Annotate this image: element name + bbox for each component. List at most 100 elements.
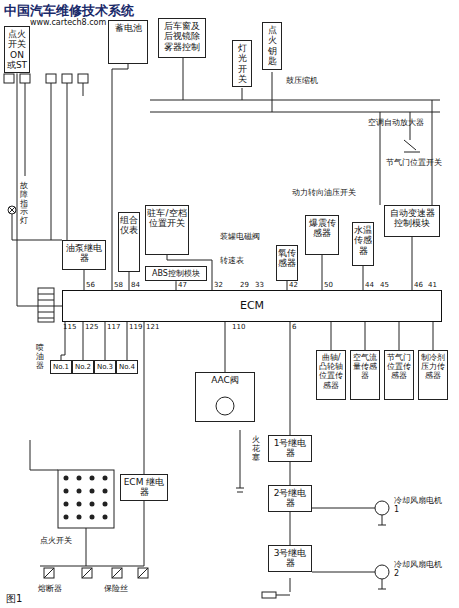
wire-connector: [83, 322, 84, 360]
node-text: 水温传感器: [354, 225, 372, 256]
part-label: 空调自动放大器: [368, 118, 424, 127]
part-label: 冷却风扇电机 1: [394, 496, 444, 514]
relay-box: 2号继电器: [268, 485, 312, 512]
pin-number: 56: [86, 281, 95, 289]
wire-connector: [290, 512, 291, 545]
switch-box: 灯光开关: [232, 40, 252, 87]
figure-caption: 图1: [6, 592, 22, 606]
part-label: 火花塞: [252, 436, 260, 462]
node-text: No.2: [74, 363, 92, 371]
node-text: 自动变速器控制模块: [386, 208, 438, 229]
instrument-box: 组合仪表: [118, 212, 140, 272]
relay-box: 油泵继电器: [62, 240, 106, 270]
switch-contact: [103, 476, 108, 481]
sensor-box: 曲轴/凸轮轴位置传感器: [316, 350, 346, 400]
wire-connector: [322, 255, 323, 290]
part-label: 鼓压缩机: [286, 76, 318, 85]
node-text: No.1: [52, 363, 70, 371]
sensor-box: 制冷剂压力传感器: [418, 350, 448, 400]
node-text: No.3: [96, 363, 114, 371]
pin-number: 84: [131, 281, 140, 289]
node-text: 蓄电池: [110, 23, 146, 33]
pin-number: 46: [414, 281, 423, 289]
pin-number: 6: [292, 323, 296, 331]
pin-number: 45: [380, 281, 389, 289]
part-label: 喷油器: [36, 344, 44, 370]
control-box: 后车窗及后视镜除雾器控制: [158, 18, 206, 58]
wire-connector: [84, 270, 85, 290]
wire-connector: [290, 462, 291, 485]
node-text: ECM: [240, 300, 264, 313]
node-text: 油泵继电器: [64, 243, 104, 264]
pin-number: 33: [255, 281, 264, 289]
sensor-box: 水温传感器: [352, 222, 374, 266]
pin-number: 50: [324, 281, 333, 289]
switch-contact: [77, 476, 82, 481]
node-text: ECM 继电器: [122, 477, 166, 498]
module-box: 自动变速器控制模块: [384, 205, 440, 237]
wire-connector: [225, 322, 226, 372]
wire-connector: [176, 281, 177, 290]
injector-box: No.3: [94, 360, 116, 374]
node-text: 曲轴/凸轮轴位置传感器: [318, 353, 344, 390]
node-text: 氧传感器: [278, 248, 296, 269]
part-label: 节气门位置开关: [386, 158, 442, 167]
pin-number: 32: [214, 281, 223, 289]
switch-contact: [103, 489, 108, 494]
wire-connector: [105, 322, 106, 360]
node-text: 1号继电器: [270, 438, 310, 459]
node-text: 制冷剂压力传感器: [420, 353, 446, 381]
node-text: 驻车/空档位置开关: [147, 208, 187, 229]
wire-connector: [17, 73, 62, 306]
pin-number: 41: [428, 281, 437, 289]
node-text: No.4: [118, 363, 136, 371]
part-label: 动力转向油压开关: [292, 188, 356, 197]
pin-number: 125: [85, 323, 98, 331]
wire-connector: [287, 281, 288, 290]
diagram-title: 中国汽车维修技术系统: [4, 2, 134, 20]
switch-contact: [64, 489, 69, 494]
node-text: 组合仪表: [120, 215, 138, 236]
node-text: 灯光开关: [234, 43, 250, 84]
part-label: 熔断器: [38, 584, 62, 593]
wire-connector: [363, 266, 364, 290]
node-text: 节气门位置传感器: [386, 353, 412, 381]
part-label: 冷却风扇电机 2: [394, 560, 444, 578]
switch-box: 驻车/空档位置开关: [145, 205, 189, 255]
node-text: 3号继电器: [270, 548, 310, 569]
switch-contact: [64, 502, 69, 507]
node-text: 2号继电器: [270, 488, 310, 509]
pin-number: 115: [63, 323, 76, 331]
injector-box: No.4: [116, 360, 138, 374]
switch-contact: [77, 489, 82, 494]
node-text: ABS控制模块: [147, 269, 205, 278]
part-label: 装罐电磁阀: [220, 232, 260, 241]
switch-contact: [64, 515, 69, 520]
switch-contact: [64, 476, 69, 481]
sensor-box: 氧传感器: [276, 245, 298, 281]
key-switch-box: 点火钥匙: [262, 22, 282, 70]
battery-box: 蓄电池: [108, 20, 148, 64]
relay-box: ECM 继电器: [120, 474, 168, 501]
wire-connector: [127, 322, 128, 360]
wire-connector: [433, 322, 434, 350]
node-text: AAC阀: [197, 375, 253, 385]
wire-connector: [365, 322, 366, 350]
node-text: 点火钥匙: [264, 25, 280, 66]
switch-contact: [77, 502, 82, 507]
switch-contact: [90, 515, 95, 520]
pin-number: 117: [107, 323, 120, 331]
injector-box: No.2: [72, 360, 94, 374]
switch-contact: [103, 515, 108, 520]
part-label: 保险丝: [104, 584, 128, 593]
pin-number: 47: [178, 281, 187, 289]
wire-connector: [331, 322, 332, 350]
module-box: ABS控制模块: [145, 266, 207, 281]
pin-number: 29: [240, 281, 249, 289]
node-text: 空气流量传感器: [352, 353, 378, 381]
wire-connector: [290, 322, 291, 435]
sensor-box: 空气流量传感器: [350, 350, 380, 400]
wire-connector: [144, 322, 145, 474]
